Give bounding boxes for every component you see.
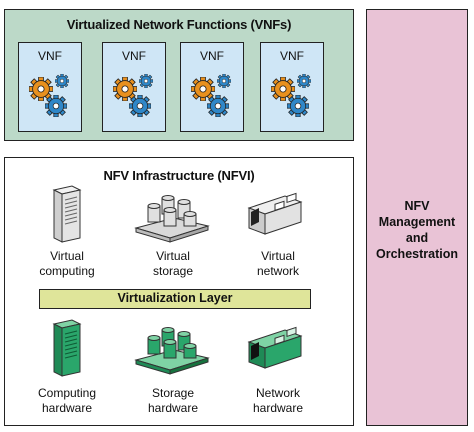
vnf-panel-title: Virtualized Network Functions (VNFs) <box>66 17 292 32</box>
vnf-card[interactable]: VNF <box>180 42 244 132</box>
vnf-card[interactable]: VNF <box>260 42 324 132</box>
hardware-server-icon <box>52 319 82 377</box>
virtual-storage-label: Virtual storage <box>152 249 194 278</box>
storage-hardware-label: Storage hardware <box>147 386 199 415</box>
hardware-storage-icon <box>134 327 210 375</box>
gears-icon <box>191 74 231 117</box>
hardware-switch-icon <box>247 326 303 369</box>
mano-panel: NFV Management and Orchestration <box>366 9 468 426</box>
virtual-computing-label: Virtual computing <box>39 249 95 278</box>
virtual-storage-icon <box>134 195 210 243</box>
nfvi-panel: NFV Infrastructure (NFVI) Virtual comput… <box>4 157 354 426</box>
vnf-card[interactable]: VNF <box>102 42 166 132</box>
vnf-card-label: VNF <box>200 49 224 63</box>
vnf-card-label: VNF <box>122 49 146 63</box>
virtual-network-label: Virtual network <box>256 249 300 278</box>
computing-hardware-label: Computing hardware <box>37 386 97 415</box>
gears-icon <box>271 74 311 117</box>
network-hardware-label: Network hardware <box>252 386 304 415</box>
mano-label: NFV Management and Orchestration <box>376 199 458 261</box>
vnf-card[interactable]: VNF <box>18 42 82 132</box>
vnf-card-label: VNF <box>280 49 304 63</box>
virtual-server-icon <box>52 185 82 243</box>
virtual-switch-icon <box>247 192 303 235</box>
gears-icon <box>29 74 69 117</box>
nfvi-panel-title: NFV Infrastructure (NFVI) <box>103 168 255 183</box>
vnf-card-label: VNF <box>38 49 62 63</box>
vnf-panel: Virtualized Network Functions (VNFs) VNF… <box>4 9 354 141</box>
virtualization-layer: Virtualization Layer <box>39 289 311 309</box>
gears-icon <box>113 74 153 117</box>
